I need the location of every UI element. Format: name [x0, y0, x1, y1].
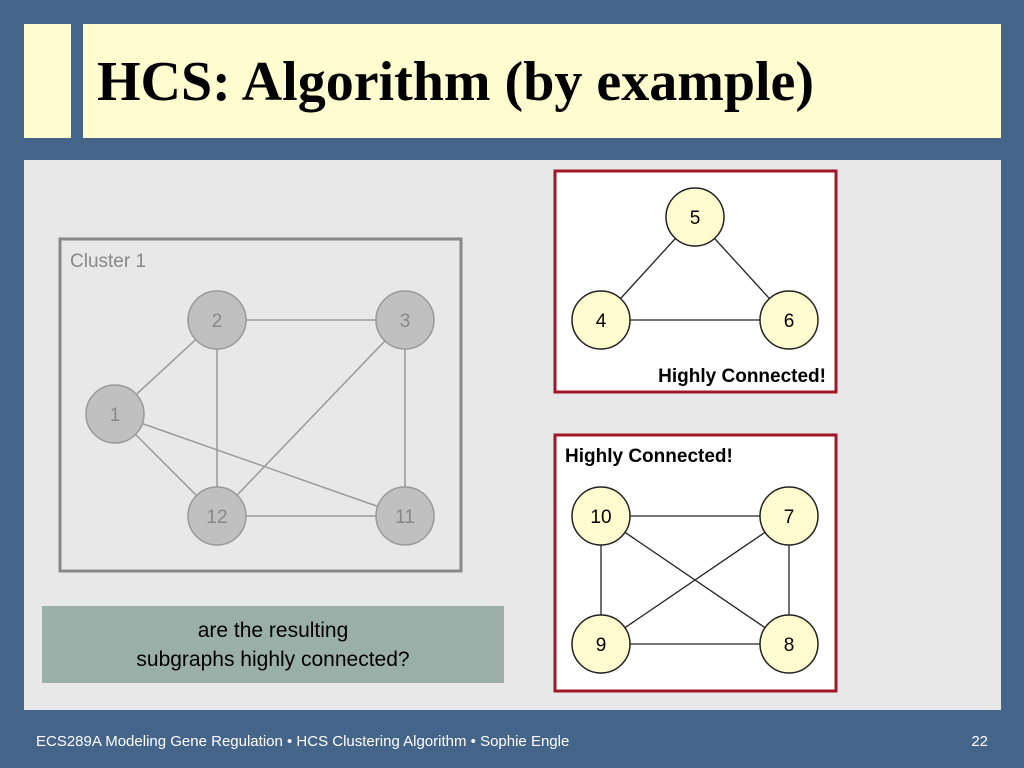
subgraph_b-node-label-9: 9: [596, 635, 607, 656]
cluster-node-circle-1: [85, 384, 145, 444]
cluster-edge-3-12: [216, 319, 406, 517]
cluster-node-12: 12: [187, 486, 247, 546]
subgraph_b-node-circle-9: [571, 614, 631, 674]
cluster-label: Cluster 1: [70, 251, 146, 272]
subgraph_b-node-circle-8: [759, 614, 819, 674]
subgraph_a-node-6: 6: [759, 290, 819, 350]
question-line-1: are the resulting: [197, 618, 349, 642]
subgraph_a-node-label-4: 4: [596, 311, 607, 332]
cluster-node-3: 3: [375, 290, 435, 350]
cluster-node-1: 1: [85, 384, 145, 444]
subgraph_b-node-label-8: 8: [784, 635, 795, 656]
page-number: 22: [971, 733, 988, 750]
footer-text: ECS289A Modeling Gene Regulation • HCS C…: [36, 733, 570, 750]
subgraph_a-node-5: 5: [665, 187, 725, 247]
cluster-node-circle-11: [375, 486, 435, 546]
subgraph_b-node-label-10: 10: [590, 507, 611, 528]
question-box: are the resulting subgraphs highly conne…: [42, 606, 504, 683]
subgraph-a: 5 4 6 Highly Connected!: [553, 169, 838, 394]
subgraph_b-node-label-7: 7: [784, 507, 795, 528]
subgraph_a-node-label-5: 5: [690, 208, 701, 229]
cluster-node-2: 2: [187, 290, 247, 350]
subgraph_b-node-9: 9: [571, 614, 631, 674]
cluster-edge-1-11: [114, 413, 406, 517]
subgraph-b: Highly Connected! 10 7 9 8: [553, 433, 838, 693]
subgraph_a-node-circle-5: [665, 187, 725, 247]
subgraph-b-label: Highly Connected!: [565, 446, 733, 467]
cluster-node-circle-3: [375, 290, 435, 350]
question-line-2: subgraphs highly connected?: [136, 647, 410, 671]
title-bar: HCS: Algorithm (by example): [83, 24, 1001, 138]
subgraph_a-node-circle-6: [759, 290, 819, 350]
subgraph_b-node-circle-10: [571, 486, 631, 546]
cluster-node-label-12: 12: [206, 507, 227, 528]
subgraph_b-node-10: 10: [571, 486, 631, 546]
title-accent-block: [24, 24, 71, 138]
cluster-node-label-3: 3: [400, 311, 411, 332]
subgraph_a-node-circle-4: [571, 290, 631, 350]
subgraph_b-node-8: 8: [759, 614, 819, 674]
subgraph_b-node-circle-7: [759, 486, 819, 546]
cluster-node-label-2: 2: [212, 311, 223, 332]
cluster-node-11: 11: [375, 486, 435, 546]
slide-title: HCS: Algorithm (by example): [97, 51, 815, 113]
subgraph_a-node-label-6: 6: [784, 311, 795, 332]
cluster-node-circle-12: [187, 486, 247, 546]
subgraph_b-edge-7-9: [600, 515, 790, 645]
subgraph_a-node-4: 4: [571, 290, 631, 350]
cluster-node-label-11: 11: [395, 507, 415, 528]
cluster-frame: [58, 237, 463, 573]
subgraph-a-label: Highly Connected!: [658, 366, 826, 387]
subgraph_b-node-7: 7: [759, 486, 819, 546]
cluster-node-circle-2: [187, 290, 247, 350]
cluster-node-label-1: 1: [110, 405, 121, 426]
